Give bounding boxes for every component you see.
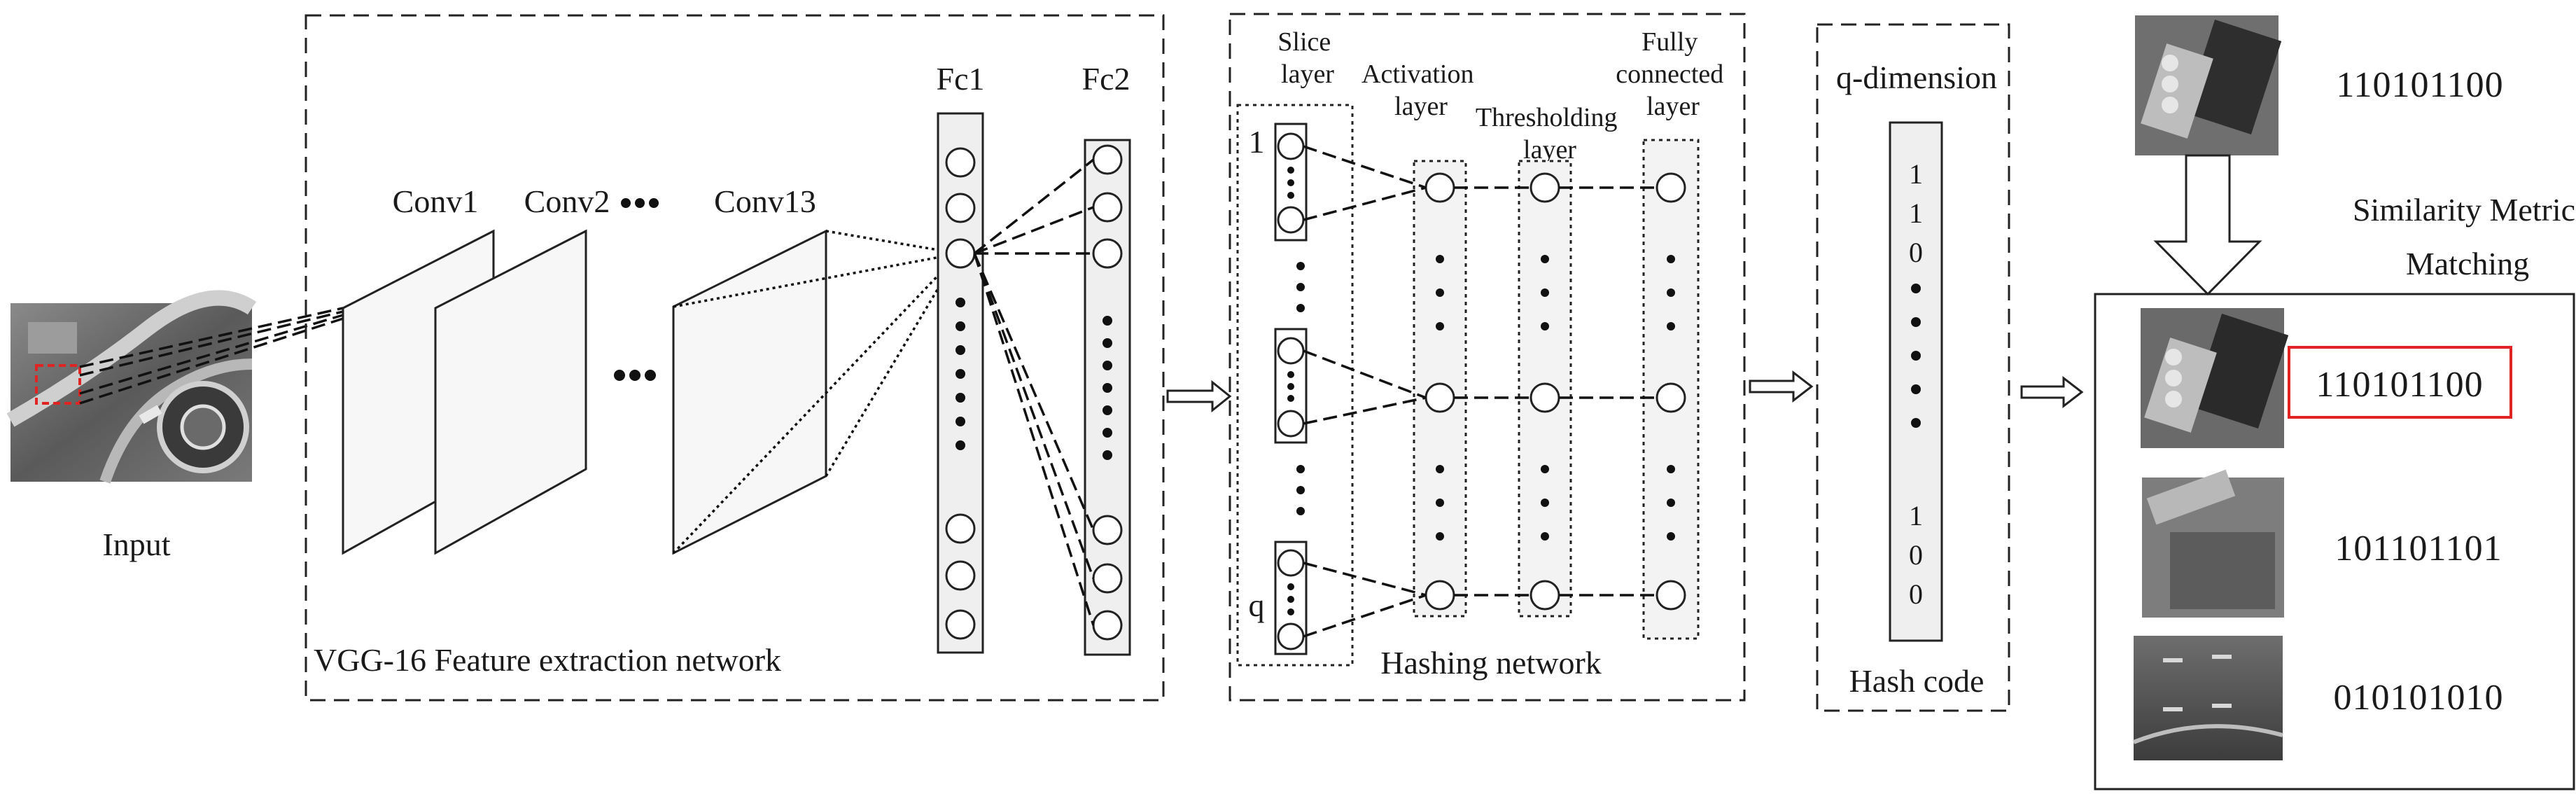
hash-code-footer: Hash code <box>1849 663 1984 699</box>
hashing-to-code-arrow <box>1749 370 1814 403</box>
hashing-title: Hashing network <box>1380 645 1602 681</box>
similarity-metric-label: Similarity Metric <box>2353 192 2575 228</box>
conv13-plane <box>672 229 827 555</box>
hash-bit: 0 <box>1909 578 1923 610</box>
activation-nodes <box>1424 172 1455 611</box>
conv13-label: Conv13 <box>714 183 816 219</box>
slice-index-last: q <box>1249 587 1265 623</box>
hash-bit: 1 <box>1909 500 1923 531</box>
activation-layer-label: Activation layer <box>1362 60 1480 121</box>
conv1-label: Conv1 <box>393 183 479 219</box>
conv13-to-fc1-lines <box>672 230 960 555</box>
fc1-label: Fc1 <box>937 61 985 97</box>
hash-bit: 0 <box>1909 539 1923 571</box>
conv2-plane <box>434 229 587 555</box>
result-image-1 <box>2141 308 2289 448</box>
slice-group-2 <box>1274 328 1308 444</box>
hashing-block <box>1228 13 1746 702</box>
hash-code-block <box>1816 23 2010 712</box>
query-down-arrow <box>2153 154 2262 296</box>
fully-connected-nodes <box>1656 172 1686 611</box>
input-patch-marker <box>35 364 81 405</box>
matching-label: Matching <box>2406 246 2529 281</box>
query-image <box>2135 15 2282 155</box>
thresholding-layer-label: Thresholding layer <box>1476 103 1624 165</box>
slice-layer <box>1236 104 1354 667</box>
result-image-2 <box>2142 469 2284 618</box>
code-to-retrieval-arrow <box>2020 375 2084 409</box>
input-image <box>6 290 257 484</box>
input-projection-lines <box>79 307 344 405</box>
retrieval-results-panel <box>2094 293 2575 790</box>
slice-group-1 <box>1274 123 1308 242</box>
slice-between-dots <box>1296 262 1305 515</box>
hash-bit: 0 <box>1909 237 1923 268</box>
hash-code-vector <box>1889 121 1943 642</box>
query-hash-code: 110101100 <box>2336 65 2503 105</box>
slice-index-first: 1 <box>1249 124 1265 160</box>
hashing-links <box>1303 145 1657 638</box>
ellipsis-dots-top <box>621 198 659 208</box>
hash-bit: 1 <box>1909 197 1923 229</box>
match-highlight-box <box>2288 346 2512 419</box>
vgg-title: VGG-16 Feature extraction network <box>314 642 781 678</box>
result-hash-code-2: 101101101 <box>2334 529 2502 569</box>
fc1-nodes <box>945 147 976 640</box>
result-hash-code-3: 010101010 <box>2334 678 2504 718</box>
hash-code-dots <box>1911 284 1921 428</box>
vgg-block <box>304 14 1165 702</box>
conv2-label: Conv2 <box>524 183 610 219</box>
hash-bit: 1 <box>1909 158 1923 190</box>
result-image-3 <box>2132 636 2283 760</box>
fully-connected-layer-label: Fully connected layer <box>1616 27 1730 121</box>
input-label: Input <box>102 527 170 562</box>
slice-group-q <box>1274 541 1308 655</box>
ellipsis-dots-middle <box>614 370 656 381</box>
fc2-label: Fc2 <box>1082 61 1130 97</box>
fc1-to-fc2-links <box>973 158 1095 626</box>
slice-layer-label: Slice layer <box>1278 27 1337 89</box>
vgg-to-hashing-arrow <box>1166 379 1232 413</box>
result-hash-code-1: 110101100 <box>2316 365 2483 405</box>
fc2-nodes <box>1092 144 1123 641</box>
hash-code-title: q-dimension <box>1836 60 1997 95</box>
